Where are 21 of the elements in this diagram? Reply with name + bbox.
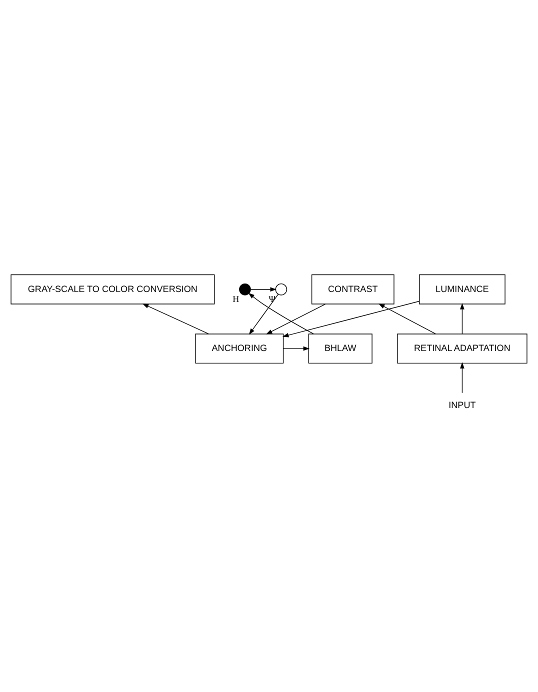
arrow	[250, 286, 276, 292]
arrow	[460, 302, 464, 334]
arrow	[142, 303, 210, 334]
node-circle	[275, 282, 288, 295]
arrow	[248, 293, 279, 334]
arrow	[283, 346, 310, 350]
node-label: Ψ	[268, 294, 276, 304]
arrow	[248, 292, 314, 334]
arrow	[378, 303, 436, 334]
node-box: LUMINANCE	[419, 274, 506, 304]
node-label: H	[232, 294, 240, 304]
arrow	[282, 300, 420, 337]
node-box: BHLAW	[308, 333, 372, 364]
node-circle	[239, 282, 251, 295]
node-text: INPUT	[448, 400, 476, 410]
node-box: RETINAL ADAPTATION	[397, 333, 528, 364]
node-box: ANCHORING	[195, 333, 284, 364]
arrow	[266, 303, 326, 334]
arrow	[460, 362, 464, 393]
node-box: CONTRAST	[311, 274, 394, 304]
node-box: GRAY-SCALE TO COLOR CONVERSION	[10, 274, 215, 304]
